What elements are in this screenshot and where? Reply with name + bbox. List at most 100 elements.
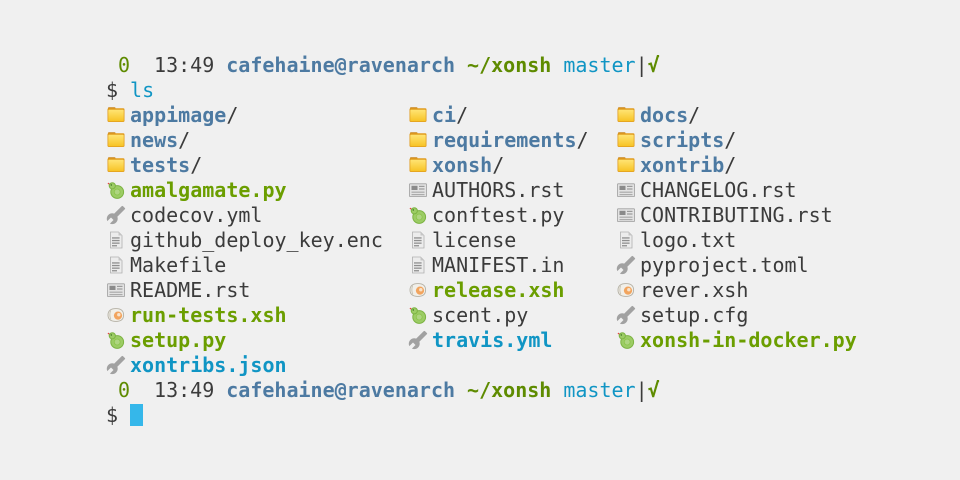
- dir-slash: /: [492, 152, 505, 177]
- file-entry: README.rst: [106, 277, 250, 302]
- file-entry: xontribs.json: [106, 352, 287, 377]
- listing-row: xontribs.json: [106, 352, 960, 377]
- prompt-time: 13:49: [154, 377, 215, 402]
- exit-status: 0: [118, 52, 131, 77]
- file-entry: amalgamate.py: [106, 177, 287, 202]
- exit-status: 0: [118, 377, 131, 402]
- dir-slash: /: [178, 127, 191, 152]
- file-entry: news/: [106, 127, 190, 152]
- file-name: README.rst: [130, 277, 251, 302]
- file-entry: license: [408, 227, 516, 252]
- git-branch: master: [563, 377, 636, 402]
- file-name: logo.txt: [640, 227, 737, 252]
- newspaper-icon: [616, 202, 640, 227]
- file-entry: travis.yml: [408, 327, 552, 352]
- document-icon: [408, 227, 432, 252]
- git-clean-mark: √: [647, 52, 660, 77]
- wrench-icon: [616, 302, 640, 327]
- file-name: setup.cfg: [640, 302, 749, 327]
- listing-row: run-tests.xsh scent.py setup.cfg: [106, 302, 960, 327]
- file-entry: setup.cfg: [616, 302, 748, 327]
- prompt-cwd: ~/xonsh: [467, 377, 552, 402]
- file-entry: setup.py: [106, 327, 226, 352]
- file-name: Makefile: [130, 252, 227, 277]
- file-name: news: [130, 127, 179, 152]
- file-entry: tests/: [106, 152, 202, 177]
- shell-icon: [408, 277, 432, 302]
- file-name: pyproject.toml: [640, 252, 809, 277]
- command-line: $ ls: [106, 77, 960, 102]
- file-entry: run-tests.xsh: [106, 302, 287, 327]
- wrench-icon: [106, 352, 130, 377]
- listing-row: amalgamate.py AUTHORS.rst CHANGELOG.rst: [106, 177, 960, 202]
- file-entry: CONTRIBUTING.rst: [616, 202, 833, 227]
- file-entry: xonsh-in-docker.py: [616, 327, 857, 352]
- folder-icon: [616, 102, 640, 127]
- wrench-icon: [106, 202, 130, 227]
- file-entry: CHANGELOG.rst: [616, 177, 797, 202]
- folder-icon: [616, 127, 640, 152]
- prompt-symbol: $: [106, 402, 119, 427]
- file-name: appimage: [130, 102, 227, 127]
- folder-icon: [408, 102, 432, 127]
- git-branch: master: [563, 52, 636, 77]
- command-text: ls: [130, 77, 155, 102]
- file-entry: rever.xsh: [616, 277, 748, 302]
- python-icon: [408, 302, 432, 327]
- file-entry: github_deploy_key.enc: [106, 227, 383, 252]
- folder-icon: [106, 102, 130, 127]
- file-name: release.xsh: [432, 277, 565, 302]
- file-name: requirements: [432, 127, 577, 152]
- python-icon: [408, 202, 432, 227]
- prompt-symbol: $: [106, 77, 119, 102]
- document-icon: [106, 227, 130, 252]
- file-name: xonsh: [432, 152, 493, 177]
- prompt-user-host: cafehaine@ravenarch: [226, 52, 456, 77]
- file-name: amalgamate.py: [130, 177, 287, 202]
- file-name: MANIFEST.in: [432, 252, 565, 277]
- dir-slash: /: [456, 102, 469, 127]
- file-name: scripts: [640, 127, 725, 152]
- file-entry: codecov.yml: [106, 202, 262, 227]
- file-entry: pyproject.toml: [616, 252, 809, 277]
- file-name: CONTRIBUTING.rst: [640, 202, 833, 227]
- file-name: scent.py: [432, 302, 529, 327]
- file-name: docs: [640, 102, 689, 127]
- file-name: AUTHORS.rst: [432, 177, 565, 202]
- file-name: tests: [130, 152, 191, 177]
- folder-icon: [408, 127, 432, 152]
- prompt-line: 0 13:49 cafehaine@ravenarch ~/xonsh mast…: [106, 377, 960, 402]
- listing-row: setup.py travis.yml xonsh-in-docker.py: [106, 327, 960, 352]
- file-entry: docs/: [616, 102, 700, 127]
- terminal-cursor: [130, 403, 144, 426]
- document-icon: [106, 252, 130, 277]
- wrench-icon: [616, 252, 640, 277]
- input-line[interactable]: $: [106, 402, 960, 427]
- file-name: xontribs.json: [130, 352, 287, 377]
- file-entry: appimage/: [106, 102, 238, 127]
- prompt-line: 0 13:49 cafehaine@ravenarch ~/xonsh mast…: [106, 52, 960, 77]
- folder-icon: [616, 152, 640, 177]
- dir-slash: /: [190, 152, 203, 177]
- file-name: rever.xsh: [640, 277, 749, 302]
- file-entry: scripts/: [616, 127, 736, 152]
- file-name: conftest.py: [432, 202, 565, 227]
- listing-row: tests/xonsh/xontrib/: [106, 152, 960, 177]
- dir-slash: /: [576, 127, 589, 152]
- file-listing: appimage/ci/docs/news/requirements/scrip…: [106, 102, 960, 377]
- dir-slash: /: [724, 152, 737, 177]
- newspaper-icon: [106, 277, 130, 302]
- dir-slash: /: [688, 102, 701, 127]
- file-entry: xontrib/: [616, 152, 736, 177]
- python-icon: [106, 327, 130, 352]
- listing-row: codecov.yml conftest.py CONTRIBUTING.rst: [106, 202, 960, 227]
- file-name: xonsh-in-docker.py: [640, 327, 857, 352]
- newspaper-icon: [408, 177, 432, 202]
- file-entry: scent.py: [408, 302, 528, 327]
- file-entry: Makefile: [106, 252, 226, 277]
- file-name: xontrib: [640, 152, 725, 177]
- file-entry: requirements/: [408, 127, 589, 152]
- prompt-user-host: cafehaine@ravenarch: [226, 377, 456, 402]
- dir-slash: /: [724, 127, 737, 152]
